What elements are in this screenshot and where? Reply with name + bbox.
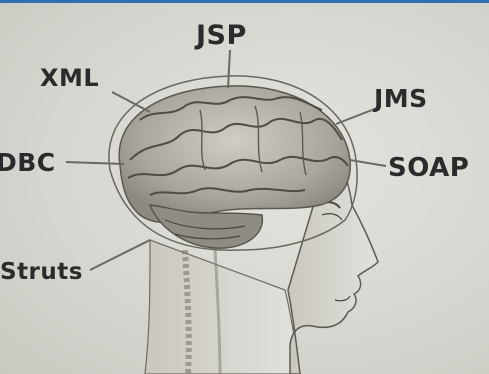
label-soap: SOAP [388, 155, 469, 181]
leader-line-struts [90, 240, 150, 270]
label-jms: JMS [374, 86, 428, 111]
neck-spine [145, 240, 300, 374]
leader-line-jms [336, 110, 372, 124]
label-jsp: JSP [196, 22, 247, 49]
leader-line-soap [350, 160, 386, 166]
leader-line-jsp [228, 50, 230, 88]
label-struts: Struts [0, 261, 83, 284]
leader-line-jdbc [66, 162, 124, 164]
label-xml: XML [40, 66, 99, 90]
label-jdbc: DBC [0, 150, 56, 175]
